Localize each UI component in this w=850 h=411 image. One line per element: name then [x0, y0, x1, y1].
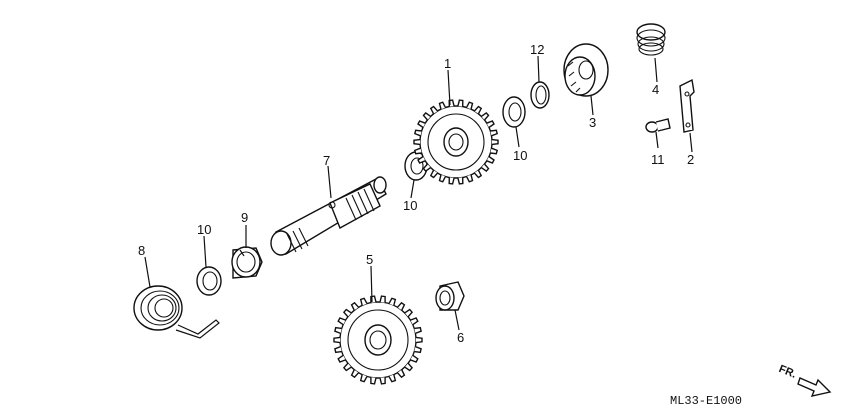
- gear-tooth: [359, 297, 368, 306]
- diagram-code: ML33-E1000: [670, 394, 742, 408]
- gear-tooth: [334, 345, 342, 354]
- gear-tooth: [388, 374, 397, 383]
- gear-tooth: [448, 177, 455, 185]
- direction-label: FR.: [777, 363, 798, 381]
- gear-tooth: [465, 174, 474, 183]
- gear-tooth: [413, 129, 422, 137]
- leader-lines: [144, 55, 693, 331]
- gear-tooth: [379, 295, 386, 303]
- gear-tooth: [486, 120, 495, 129]
- gear-tooth: [429, 105, 439, 115]
- gear-tooth: [480, 163, 490, 173]
- part-4-spring: [636, 23, 666, 56]
- part-11-bolt: [645, 118, 671, 133]
- gear-tooth: [379, 377, 386, 385]
- gear-tooth: [359, 374, 368, 383]
- part-9-bushing: [231, 246, 263, 279]
- callouts: 1 2 3 4 5 6 7 8 9 10 10 10 11 12: [138, 42, 694, 345]
- gear-tooth: [350, 369, 360, 379]
- gear-tooth: [414, 345, 422, 354]
- part-6-collar: [435, 281, 465, 311]
- part-8-spring: [133, 285, 220, 339]
- gear-tooth: [388, 297, 397, 306]
- gear-tooth: [490, 147, 499, 155]
- gear-tooth: [438, 101, 447, 110]
- callout-7: 7: [323, 153, 330, 168]
- callout-8: 8: [138, 243, 145, 258]
- callout-10-middle: 10: [403, 198, 417, 213]
- gear-tooth: [337, 354, 346, 363]
- part-10-washer-left: [196, 266, 222, 296]
- part-12-snap-ring: [530, 81, 550, 109]
- callout-10-left: 10: [197, 222, 211, 237]
- callout-1: 1: [444, 56, 451, 71]
- callout-11: 11: [651, 152, 665, 167]
- gear-tooth: [438, 174, 447, 183]
- gear-tooth: [370, 377, 377, 385]
- gear-tooth: [457, 99, 464, 107]
- gear-tooth: [486, 155, 495, 164]
- gear-tooth: [350, 301, 360, 311]
- gear-tooth: [480, 111, 490, 121]
- gear-tooth: [415, 336, 423, 344]
- gear-tooth: [413, 138, 421, 146]
- gear-tooth: [473, 169, 483, 179]
- gear-tooth: [490, 129, 499, 137]
- gear-tooth: [422, 111, 432, 121]
- part-7-shaft: [270, 176, 387, 256]
- gear-tooth: [404, 308, 414, 318]
- part-3-ratchet: [563, 43, 609, 97]
- gear-tooth: [410, 354, 419, 363]
- callout-3: 3: [589, 115, 596, 130]
- gear-tooth: [337, 317, 346, 326]
- gear-tooth: [491, 138, 499, 146]
- part-10-washer-right: [502, 96, 526, 128]
- gear-tooth: [417, 120, 426, 129]
- callout-5: 5: [366, 252, 373, 267]
- callout-9: 9: [241, 210, 248, 225]
- gear-tooth: [410, 317, 419, 326]
- gear-tooth: [413, 147, 422, 155]
- callout-4: 4: [652, 82, 659, 97]
- gear-tooth: [422, 163, 432, 173]
- part-2-plate: [679, 78, 695, 133]
- gear-tooth: [333, 336, 341, 344]
- part-5-gear: [333, 295, 423, 385]
- callout-12: 12: [530, 42, 544, 57]
- callout-2: 2: [687, 152, 694, 167]
- callout-6: 6: [457, 330, 464, 345]
- gear-tooth: [417, 155, 426, 164]
- front-direction-arrow: FR.: [777, 363, 832, 397]
- gear-tooth: [404, 362, 414, 372]
- gear-tooth: [334, 326, 342, 335]
- gear-tooth: [342, 362, 352, 372]
- gear-tooth: [342, 308, 352, 318]
- gear-tooth: [429, 169, 439, 179]
- gear-tooth: [396, 301, 406, 311]
- gear-tooth: [396, 369, 406, 379]
- part-1-gear: [413, 99, 499, 185]
- gear-tooth: [414, 326, 422, 335]
- gear-tooth: [473, 105, 483, 115]
- gear-tooth: [457, 177, 464, 185]
- gear-tooth: [465, 101, 474, 110]
- callout-10-right: 10: [513, 148, 527, 163]
